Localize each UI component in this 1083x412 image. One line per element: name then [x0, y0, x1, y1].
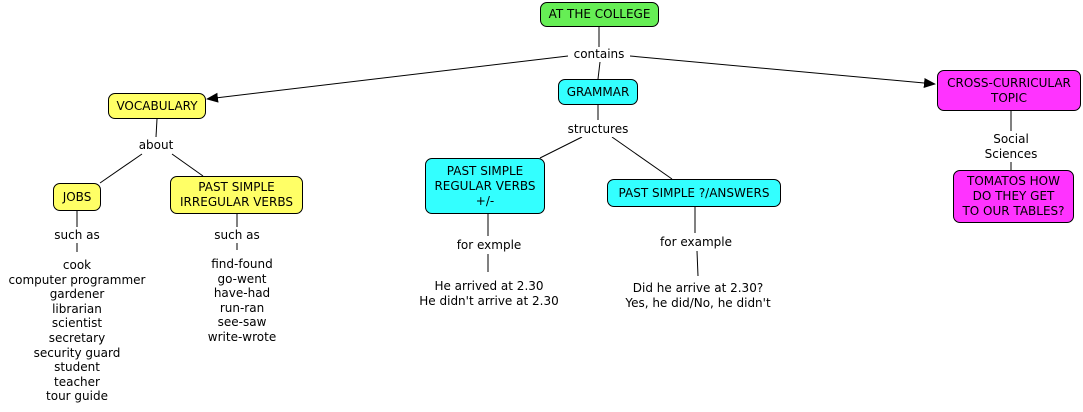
list-item: Yes, he did/No, he didn't — [625, 295, 771, 310]
link-about-irregular — [171, 153, 204, 177]
node-at-the-college[interactable]: AT THE COLLEGE — [540, 2, 659, 27]
link-label-such-as-verbs: such as — [206, 228, 268, 243]
list-item: scientist — [51, 316, 103, 331]
link-label-for-example: for example — [652, 235, 740, 250]
list-item: secretary — [48, 330, 106, 345]
regular-verbs-examples: He arrived at 2.30 He didn't arrive at 2… — [408, 279, 570, 308]
list-item: tour guide — [46, 389, 108, 404]
irregular-verbs-list: find-found go-went have-had run-ran see-… — [192, 257, 292, 345]
list-item: student — [54, 360, 100, 375]
link-label-such-as-jobs: such as — [46, 228, 108, 243]
node-jobs[interactable]: JOBS — [53, 183, 101, 211]
list-item: find-found — [211, 257, 273, 271]
link-label-contains: contains — [568, 47, 630, 62]
link-vocabulary-about — [155, 118, 158, 138]
node-past-simple-answers[interactable]: PAST SIMPLE ?/ANSWERS — [607, 179, 781, 207]
node-grammar[interactable]: GRAMMAR — [558, 79, 638, 105]
link-label-structures: structures — [563, 122, 633, 137]
arrow-to-cross — [629, 55, 936, 88]
list-item: run-ran — [219, 300, 265, 315]
list-item: security guard — [33, 345, 121, 360]
list-item: teacher — [54, 374, 100, 389]
list-item: computer programmer — [8, 272, 146, 287]
node-tomatos-how-do-they-get[interactable]: TOMATOS HOW DO THEY GET TO OUR TABLES? — [953, 170, 1074, 223]
answers-examples: Did he arrive at 2.30? Yes, he did/No, h… — [608, 281, 788, 310]
node-past-simple-regular-verbs[interactable]: PAST SIMPLE REGULAR VERBS +/- — [425, 158, 545, 214]
arrow-to-vocabulary — [206, 55, 569, 103]
link-about-jobs — [99, 153, 143, 184]
list-item: see-saw — [217, 315, 267, 330]
link-structures-regular — [539, 136, 583, 159]
link-contains-grammar — [597, 61, 601, 80]
list-item: Did he arrive at 2.30? — [632, 281, 764, 295]
link-label-social-sciences: Social Sciences — [976, 132, 1046, 162]
node-past-simple-irregular-verbs[interactable]: PAST SIMPLE IRREGULAR VERBS — [170, 176, 303, 214]
list-item: gardener — [49, 287, 105, 302]
list-item: go-went — [217, 271, 267, 286]
node-vocabulary[interactable]: VOCABULARY — [108, 93, 206, 119]
list-item: write-wrote — [207, 329, 277, 344]
list-item: librarian — [52, 301, 102, 316]
list-item: cook — [62, 258, 92, 272]
node-cross-curricular-topic[interactable]: CROSS-CURRICULAR TOPIC — [937, 70, 1081, 111]
list-item: He didn't arrive at 2.30 — [419, 293, 559, 308]
list-item: have-had — [213, 286, 271, 301]
link-structures-answers — [611, 136, 673, 180]
list-item: He arrived at 2.30 — [434, 279, 544, 293]
link-label-about: about — [132, 138, 180, 153]
link-for-example-examples — [696, 250, 699, 277]
link-label-for-exmple: for exmple — [449, 238, 529, 253]
jobs-list: cook computer programmer gardener librar… — [2, 258, 152, 404]
